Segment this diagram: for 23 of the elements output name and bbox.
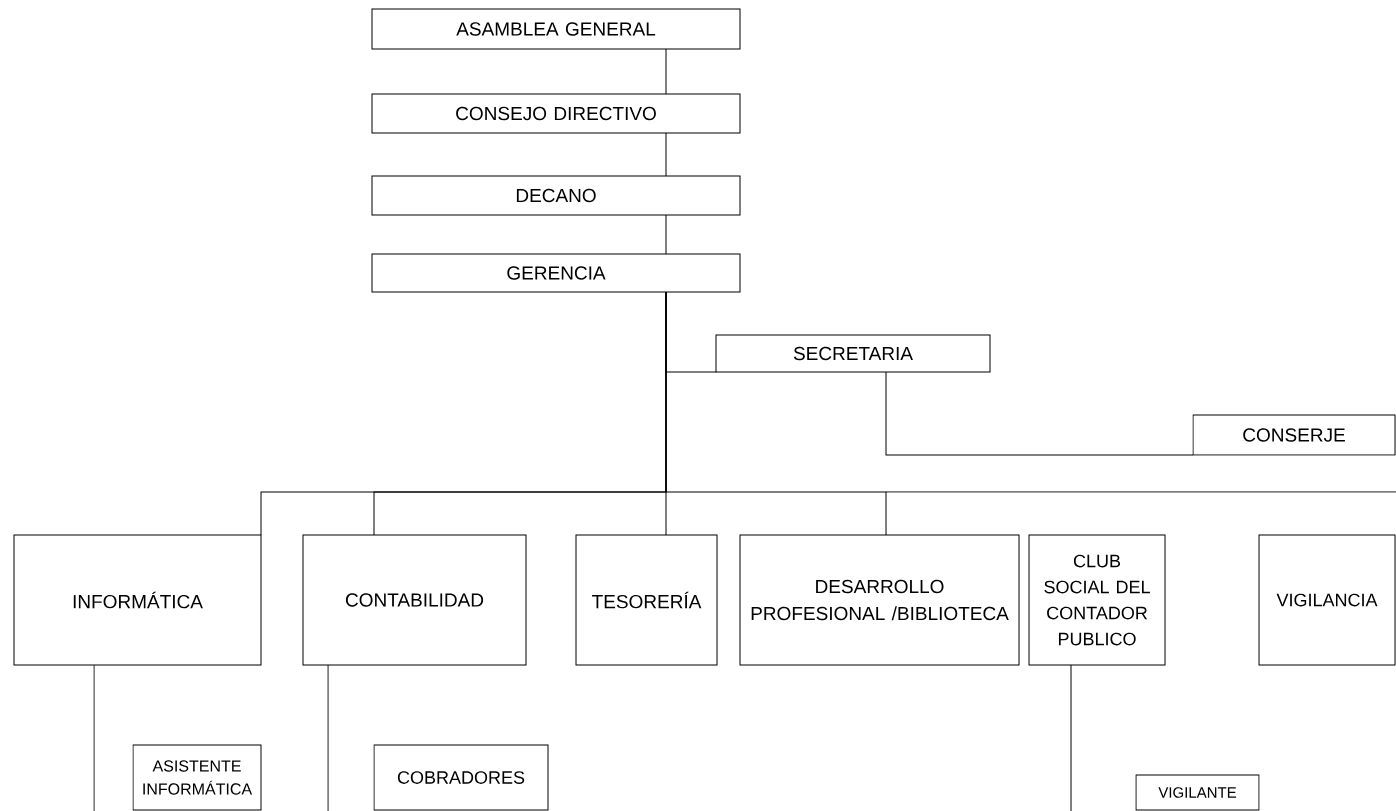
org-box: TESORERÍA — [575, 534, 718, 666]
org-box: CONSERJE — [1192, 414, 1396, 456]
connector-line — [665, 132, 667, 177]
org-box: ASISTENTE INFORMÁTICA — [132, 744, 262, 811]
org-box: CONSEJO DIRECTIVO — [371, 93, 741, 134]
connector-line — [327, 664, 329, 811]
org-box: ASAMBLEA GENERAL — [371, 8, 741, 50]
org-box: CONTABILIDAD — [302, 534, 527, 666]
org-box: DESARROLLO PROFESIONAL /BIBLIOTECA — [739, 534, 1020, 666]
org-box: COBRADORES — [373, 744, 549, 811]
org-box: VIGILANTE — [1135, 774, 1260, 811]
org-box: SECRETARIA — [715, 334, 991, 373]
org-box: CLUB SOCIAL DEL CONTADOR PUBLICO — [1028, 534, 1166, 666]
org-box: GERENCIA — [371, 253, 741, 293]
connector-line — [1070, 664, 1072, 811]
connector-line — [93, 664, 95, 811]
connector-line — [665, 214, 667, 255]
org-box: VIGILANCIA — [1258, 534, 1396, 666]
org-box: INFORMÁTICA — [13, 534, 262, 666]
connector-line — [665, 291, 887, 536]
connector-line — [885, 371, 1194, 456]
connector-line — [665, 48, 667, 95]
org-box: DECANO — [371, 175, 741, 216]
